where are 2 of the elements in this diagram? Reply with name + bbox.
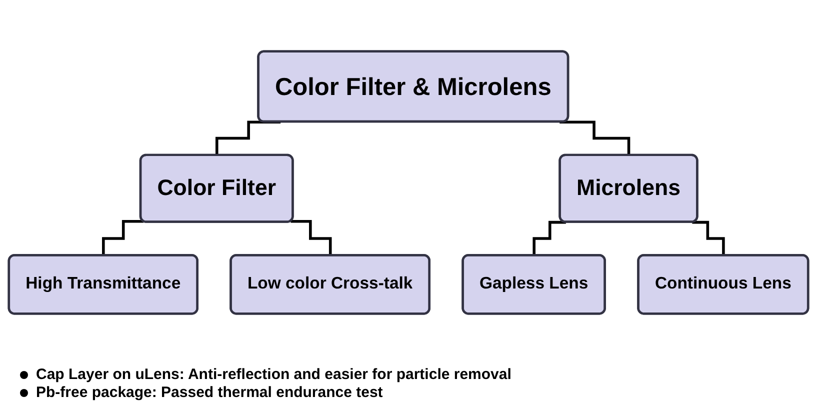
bullet-note: Cap Layer on uLens: Anti-reflection and easier for particle removal [36, 366, 512, 383]
bullet-note: Pb-free package: Passed thermal endurance test [36, 384, 383, 401]
